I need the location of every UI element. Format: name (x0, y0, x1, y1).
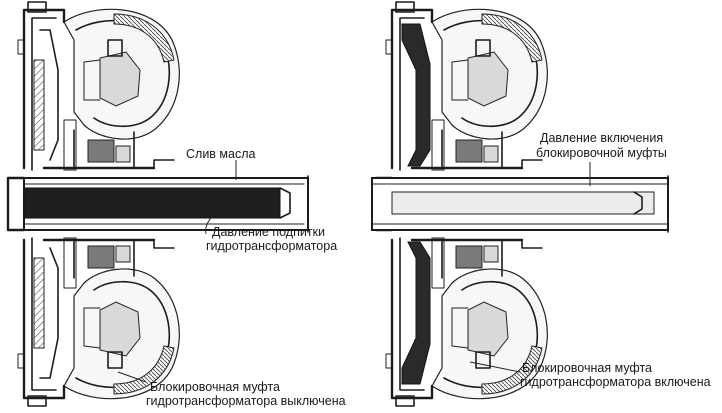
right-converter-section (371, 0, 669, 408)
left-converter-section (6, 0, 309, 408)
right-caption-line2: гидротрансформатора включена (520, 375, 711, 389)
right-shaft (371, 175, 669, 233)
right-pressure-label-line2: блокировочной муфты (536, 146, 667, 160)
annotation-labels: Слив масла Давление подпитки гидротрансф… (146, 131, 711, 408)
left-caption-line2: гидротрансформатора выключена (146, 394, 346, 408)
left-feed-label-line1: Давление подпитки (212, 225, 325, 239)
left-shaft (23, 175, 309, 233)
left-feed-label-line2: гидротрансформатора (206, 239, 337, 253)
left-caption-line1: Блокировочная муфта (150, 380, 280, 394)
leader-lines (117, 160, 591, 383)
left-drain-label: Слив масла (186, 147, 256, 161)
right-pressure-label-line1: Давление включения (540, 131, 663, 145)
right-caption-line1: Блокировочная муфта (522, 361, 652, 375)
